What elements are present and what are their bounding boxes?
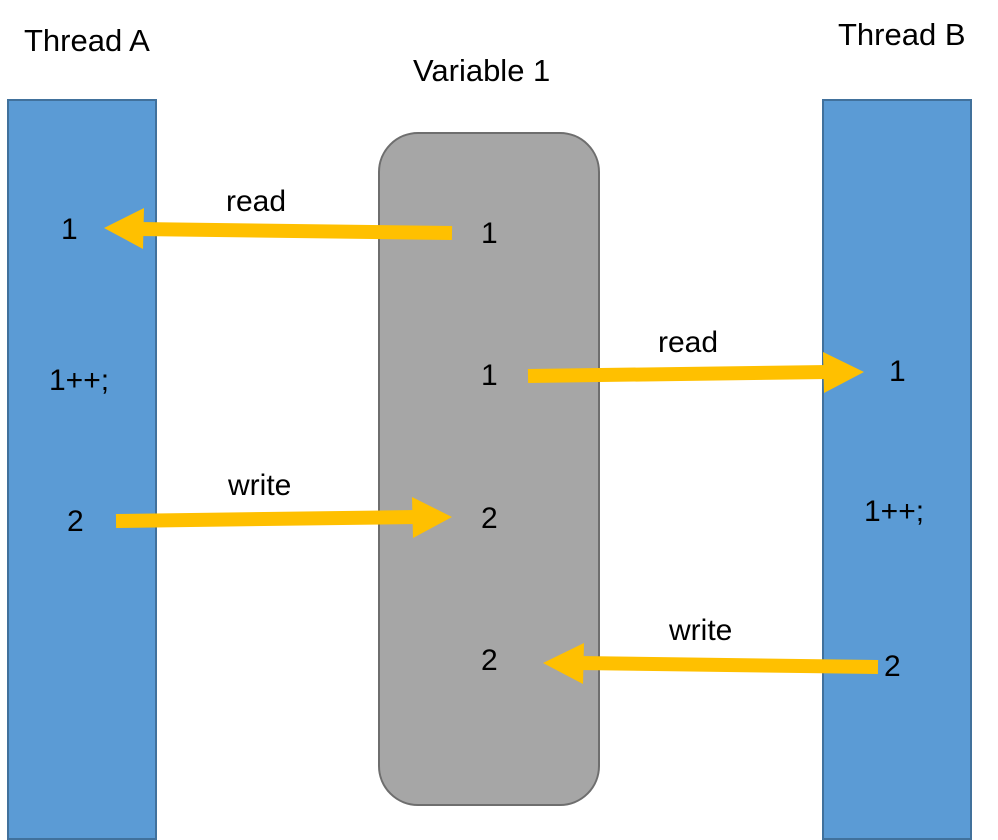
thread-b-read-value: 1	[889, 355, 906, 388]
thread-b-bar	[822, 99, 972, 840]
thread-a-title: Thread A	[24, 23, 150, 58]
variable-title: Variable 1	[413, 53, 551, 88]
variable-value-2: 1	[481, 359, 498, 392]
arrow-write-from-thread-a	[115, 497, 452, 538]
arrow-read-to-thread-b	[527, 352, 864, 393]
variable-value-1: 1	[481, 217, 498, 250]
thread-b-title: Thread B	[838, 17, 966, 52]
arrow-label-write-a: write	[228, 469, 292, 502]
arrow-label-write-b: write	[669, 614, 733, 647]
thread-a-read-value: 1	[61, 213, 78, 246]
thread-a-operation: 1++;	[49, 364, 110, 397]
arrow-write-from-thread-b	[543, 643, 879, 684]
thread-b-write-value: 2	[884, 650, 901, 683]
thread-a-write-value: 2	[67, 505, 84, 538]
arrow-read-to-thread-a	[104, 208, 453, 249]
arrow-label-read-a: read	[226, 185, 287, 218]
variable-box	[378, 132, 600, 806]
arrow-label-read-b: read	[658, 326, 719, 359]
variable-value-4: 2	[481, 644, 498, 677]
variable-value-3: 2	[481, 502, 498, 535]
thread-b-operation: 1++;	[864, 495, 925, 528]
